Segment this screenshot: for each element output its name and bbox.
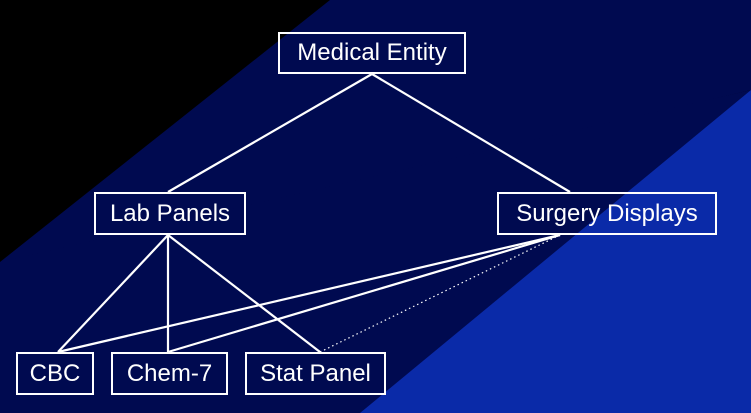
node-lab-panels: Lab Panels bbox=[94, 192, 246, 235]
edge-surgery-displays-to-chem7 bbox=[167, 233, 561, 354]
edge-medical-entity-to-lab-panels bbox=[167, 73, 373, 193]
node-stat-panel: Stat Panel bbox=[245, 352, 386, 395]
edge-medical-entity-to-surgery-displays bbox=[371, 73, 571, 193]
background-blue-band bbox=[360, 90, 751, 413]
edge-lab-panels-to-stat-panel bbox=[167, 234, 321, 353]
background-navy-band bbox=[0, 0, 751, 270]
edge-lab-panels-to-cbc bbox=[57, 234, 169, 353]
edge-surgery-displays-to-stat-panel bbox=[319, 234, 561, 353]
edge-surgery-displays-to-cbc bbox=[57, 233, 561, 354]
node-surgery-displays: Surgery Displays bbox=[497, 192, 717, 235]
node-cbc: CBC bbox=[16, 352, 94, 395]
node-chem-7: Chem-7 bbox=[111, 352, 228, 395]
node-medical-entity: Medical Entity bbox=[278, 32, 466, 74]
